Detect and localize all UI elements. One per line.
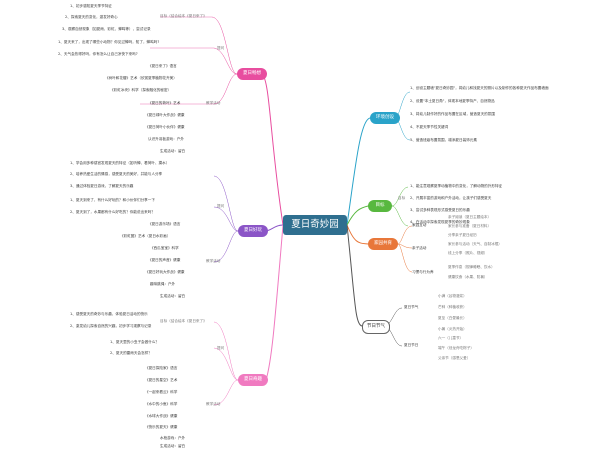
b7-act-7: 水枪游戏：户外 bbox=[160, 436, 186, 440]
b6-g2-1: 六一（儿童节） bbox=[438, 336, 464, 340]
central-topic[interactable]: 夏日奇妙园 bbox=[283, 215, 347, 235]
b6-g1-4: 小暑（炎热开始） bbox=[438, 327, 467, 331]
b7-goal-1: 1、感受夏天的奇妙与乐趣，体验夏日活动的快乐 bbox=[70, 312, 148, 316]
b7-goal-label: 目标（结合绘本《夏日来了》 bbox=[160, 319, 207, 323]
b7-act-3: 《一起来看云》科学 bbox=[145, 390, 178, 394]
b6-g1-3: 夏至（白昼最长） bbox=[438, 316, 467, 320]
b1-goal-1: 1、初步感知夏天季节特征 bbox=[70, 4, 112, 8]
link-b5 bbox=[265, 224, 284, 232]
b5-goal-3: 3、通过体验夏日游戏，了解夏天的乐趣 bbox=[70, 184, 134, 188]
b7-act-8: 生成活动：留白 bbox=[160, 444, 186, 448]
b1-act-7: 认识升羽板游戏：户外 bbox=[148, 137, 184, 141]
b3-item-1: 1、能注意观察夏季动植物中的变化，了解动物的外形特征 bbox=[410, 184, 503, 188]
link-b2 bbox=[346, 117, 371, 226]
b4-g2-label: 亲子活动 bbox=[412, 246, 427, 250]
b6-g1-label: 夏日节气 bbox=[404, 305, 419, 309]
b1-act-2: 《树叶和花瓣》艺术（欣赏夏季植物花卉美） bbox=[105, 76, 177, 80]
env-item-5: 5、营造班级布置氛围，增添夏日装饰元素 bbox=[410, 138, 477, 142]
b3-item-2: 2、开展丰富的游戏和户外活动，让孩子们感受夏天 bbox=[410, 196, 492, 200]
b4-g3-1: 夏季作息（规律睡眠、饮水） bbox=[448, 265, 495, 269]
b1-act-8: 生成活动：留白 bbox=[160, 149, 186, 153]
b7-act-label: 教学活动 bbox=[206, 402, 221, 406]
link-b7 bbox=[265, 224, 284, 381]
b4-g1-3: 分享亲子夏日经历 bbox=[448, 233, 477, 237]
b7-act-1: 《夏日探险家》语言 bbox=[145, 366, 178, 370]
b6-g1-2: 芒种（种植收获） bbox=[438, 305, 467, 309]
b5-act-6: 趣味跳绳：户外 bbox=[150, 282, 176, 286]
b1-act-1: 《夏日来了》语言 bbox=[148, 64, 177, 68]
b5-act-4: 《夏日的声音》健康 bbox=[148, 258, 181, 262]
b5-act-7: 生成活动：留白 bbox=[160, 294, 186, 298]
b7-goal-2: 2、激发幼儿探索自然的兴趣，初步学习观察与记录 bbox=[70, 324, 152, 328]
env-item-4: 4、不夏天季节性关键词 bbox=[410, 125, 449, 129]
branch-summer-dream[interactable]: 夏日畅想 bbox=[237, 68, 267, 80]
link-b3 bbox=[346, 205, 369, 226]
branch-summer-wonders[interactable]: 夏日奇趣 bbox=[238, 374, 268, 386]
b7-act-5: 《水球大作战》健康 bbox=[145, 414, 178, 418]
b1-act-6: 《夏日荷叶小伙伴》健康 bbox=[145, 125, 185, 129]
b1-act-5: 《夏日绿叶大作战》健康 bbox=[145, 113, 185, 117]
b1-question-2: 2、天气会热得好吗，你有怎么让自己凉快下来吗? bbox=[58, 52, 138, 56]
b7-act-2: 《夏日的星空》艺术 bbox=[145, 378, 178, 382]
b7-question-1: 1、夏天里的小虫子会做什么？ bbox=[110, 340, 160, 344]
b5-question-1: 1、夏天到来了，有什么好玩的？和小伙伴们分享一下 bbox=[70, 198, 155, 202]
b7-act-6: 《快乐的夏天》健康 bbox=[145, 425, 178, 429]
b4-g2-2: 线上分享（照片、视频） bbox=[448, 251, 488, 255]
b5-act-5: 《夏日好玩大作战》健康 bbox=[145, 270, 185, 274]
b6-g2-3: 父亲节（感恩父爱） bbox=[438, 356, 471, 360]
b5-question-2: 2、夏天到了，水果都有什么好吃的？你能说出来吗？ bbox=[70, 210, 155, 214]
env-item-3: 3、将幼儿制作好的作品布置在区域，营造夏天的氛围 bbox=[410, 112, 495, 116]
b1-act-label: 教学活动 bbox=[206, 101, 221, 105]
branch-environment[interactable]: 环境创设 bbox=[370, 112, 400, 124]
b3-label: 目标 bbox=[398, 196, 406, 200]
env-item-2: 2、设置"本土夏日角"，体现本地夏季特产、自然物品 bbox=[410, 99, 495, 103]
b3-item-4: 4、在活动中探索发现夏季的奇妙现象 bbox=[410, 220, 470, 224]
b1-goal-label: 目标（结合绘本《夏日来了》 bbox=[160, 14, 207, 18]
b5-goal-2: 2、培养热爱生活的情感，感受夏天的美好，并能与人分享 bbox=[70, 172, 163, 176]
b1-goal-2: 2、探索夏天的变化，激发好奇心 bbox=[65, 15, 118, 19]
b5-act-1: 《夏日游乐场》语言 bbox=[148, 222, 181, 226]
link-b1 bbox=[261, 73, 284, 226]
b4-g3-2: 健康饮食（水果、防暑） bbox=[448, 275, 488, 279]
b4-g1-label: 家园互动 bbox=[412, 223, 427, 227]
b1-act-3: 《彩虹冰块》科学（探索融化的秘密） bbox=[110, 88, 172, 92]
b5-act-2: 《彩虹圈》艺术（夏日水彩画） bbox=[120, 234, 171, 238]
b7-act-4: 《水中的小鱼》科学 bbox=[145, 402, 178, 406]
b6-g2-label: 夏日节日 bbox=[404, 343, 419, 347]
b3-item-3: 3、尝试多种表现形式感受夏日的乐趣 bbox=[410, 208, 470, 212]
link-b6 bbox=[346, 224, 363, 327]
b1-question-label: 提问 bbox=[217, 46, 225, 50]
branch-goal[interactable]: 目标 bbox=[368, 200, 392, 212]
b1-goal-3: 3、观察自然现象（如夏雨、彩虹、蝉鸣等），尝试记录 bbox=[62, 27, 151, 31]
b4-g1-2: 家长参与准备（夏日材料） bbox=[448, 224, 492, 228]
branch-festivals[interactable]: 节日节气 bbox=[362, 320, 390, 334]
b5-act-3: 《西瓜宝宝》科学 bbox=[150, 246, 179, 250]
b5-goal-1: 1、学会用多种感官发现夏天的特征（如听蝉、看荷叶、摸水） bbox=[70, 161, 170, 165]
env-item-1: 1、创设主题墙"夏日奇妙园"，将幼儿和找夏天的照片以及制作的各种夏天作品布置墙面 bbox=[410, 86, 549, 90]
b4-g1-1: 亲子阅读（夏日主题绘本） bbox=[448, 215, 492, 219]
branch-home-school[interactable]: 家园共育 bbox=[368, 238, 398, 250]
b6-g2-2: 端午（划龙舟吃粽子） bbox=[438, 346, 474, 350]
b4-g3-label: 习惯与行为养 bbox=[412, 270, 434, 274]
branch-summer-fun[interactable]: 夏日好玩 bbox=[238, 225, 268, 237]
b6-g1-1: 小满（谷物灌浆） bbox=[438, 294, 467, 298]
b7-question-2: 2、夏天的雷雨天会怎样？ bbox=[110, 351, 152, 355]
link-b4 bbox=[346, 224, 369, 245]
b7-question-label: 提问 bbox=[217, 346, 225, 350]
b4-g2-1: 家长参与活动（天气、自制冰棍） bbox=[448, 242, 502, 246]
b1-question-1: 1、夏天来了，出现了哪些小动物？你见过蝉吗，知了，蝉鸣吗? bbox=[58, 40, 160, 44]
b1-act-4: 《夏日的荷叶》艺术 bbox=[148, 101, 181, 105]
b5-question-label: 提问 bbox=[217, 204, 225, 208]
b5-act-label: 教学活动 bbox=[206, 259, 221, 263]
